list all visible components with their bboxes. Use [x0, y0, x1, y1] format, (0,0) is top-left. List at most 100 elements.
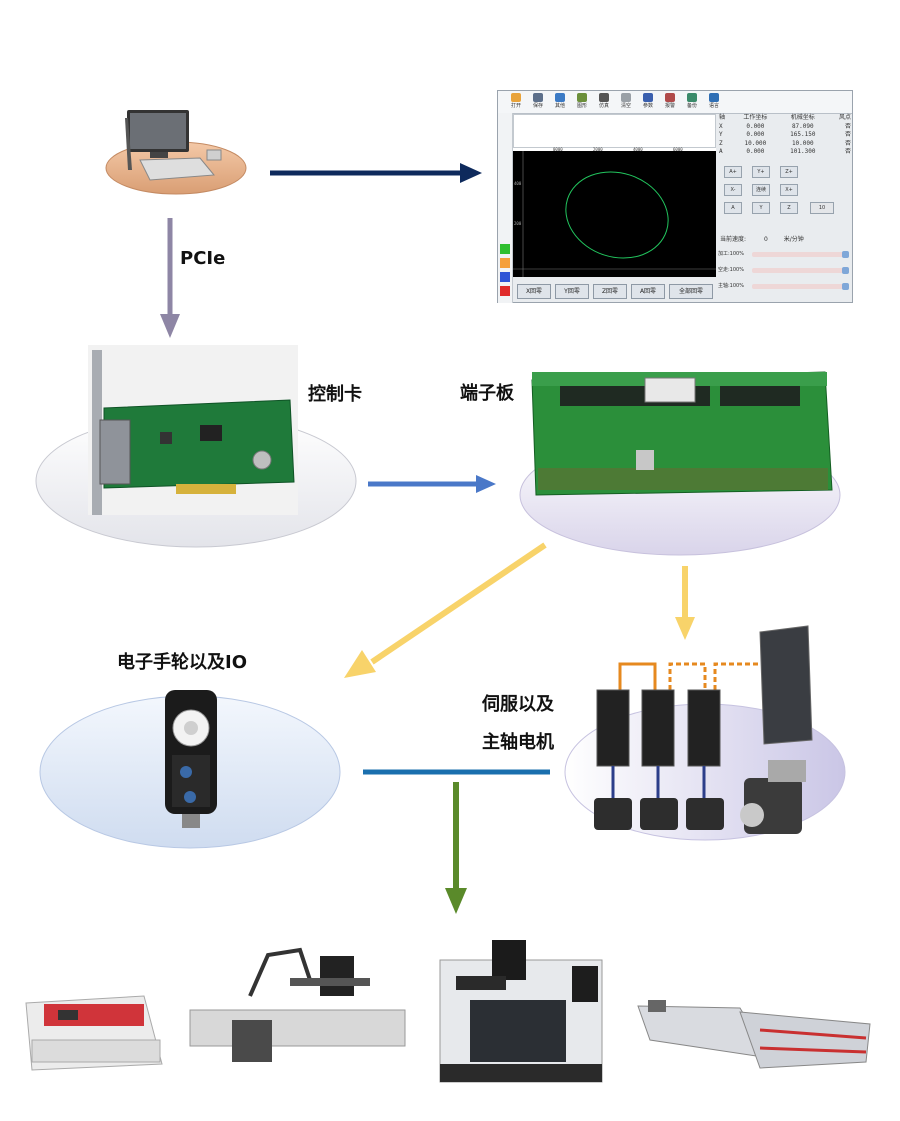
jog-button[interactable]: X+: [780, 184, 798, 196]
toolbar-icon: [643, 93, 653, 102]
coordinate-cell: 10.000: [791, 139, 814, 147]
coordinate-cell: X: [719, 122, 723, 130]
override-slider[interactable]: 空走:100%: [718, 266, 850, 275]
home-button-row: X回零 Y回零 Z回零 A回零全部回零: [513, 282, 716, 302]
toolbar-button-3[interactable]: 图形: [572, 93, 592, 110]
side-button-orange[interactable]: [500, 258, 510, 268]
override-slider[interactable]: 主轴:100%: [718, 282, 850, 291]
toolbar-button-2[interactable]: 其他: [550, 93, 570, 110]
toolbar-icon: [621, 93, 631, 102]
speed-label: 当前速度:: [720, 236, 747, 243]
jog-button[interactable]: A: [724, 202, 742, 214]
toolbar-icon: [687, 93, 697, 102]
slider-knob[interactable]: [842, 251, 849, 258]
control-card-label: 控制卡: [308, 384, 362, 405]
toolbar-button-5[interactable]: 清空: [616, 93, 636, 110]
pcie-label: PCIe: [180, 248, 226, 269]
ruler-tick: 4000: [633, 147, 643, 152]
jog-button[interactable]: 10: [810, 202, 834, 214]
home-button[interactable]: X回零: [517, 284, 551, 299]
side-ruler-tick: 400: [514, 181, 522, 186]
slider-track: [752, 268, 844, 273]
left-toolbar: [498, 113, 513, 303]
toolbar-icon: [709, 93, 719, 102]
coordinate-header: 轴工作坐标机械坐标风点: [718, 114, 852, 123]
toolbar-icon: [665, 93, 675, 102]
toolbar-button-7[interactable]: 报警: [660, 93, 680, 110]
slider-track: [752, 252, 844, 257]
toolbar-icon: [511, 93, 521, 102]
toolbar-label: 语言: [708, 103, 719, 109]
toolpath-ellipse: [565, 171, 669, 259]
coordinate-cell: 0.000: [746, 131, 765, 138]
jog-button[interactable]: Y+: [752, 166, 770, 178]
servo-label-line2: 主轴电机: [482, 732, 554, 753]
toolbar-button-1[interactable]: 保存: [528, 93, 548, 110]
speed-readout: 当前速度: 0 米/分钟: [720, 234, 804, 243]
terminal-board-label: 端子板: [460, 383, 514, 404]
toolbar-button-8[interactable]: 备份: [682, 93, 702, 110]
home-button[interactable]: Z回零: [593, 284, 627, 299]
handwheel-image: [165, 690, 217, 828]
slider-knob[interactable]: [842, 283, 849, 290]
jog-button[interactable]: A+: [724, 166, 742, 178]
speed-value: 0: [763, 236, 768, 243]
toolbar-label: 参数: [642, 103, 653, 109]
side-button-green[interactable]: [500, 244, 510, 254]
toolbar-button-6[interactable]: 参数: [638, 93, 658, 110]
toolbar-label: 图形: [576, 103, 587, 109]
jog-button[interactable]: Y: [752, 202, 770, 214]
coordinate-row: A 0.000 101.300 否: [718, 148, 852, 157]
coordinate-cell: 0.000: [746, 148, 765, 155]
override-slider[interactable]: 加工:100%: [718, 250, 850, 259]
jog-button[interactable]: Z+: [780, 166, 798, 178]
machining-center-image: [439, 940, 603, 1083]
home-button[interactable]: 全部回零: [669, 284, 713, 299]
coordinate-cell: 101.300: [790, 148, 816, 155]
servo-drives-image: [594, 625, 813, 834]
toolbar-button-4[interactable]: 仿真: [594, 93, 614, 110]
control-card-image: [88, 345, 298, 515]
toolbar-label: 报警: [664, 103, 675, 109]
coordinate-cell: 机械坐标: [790, 114, 815, 121]
toolbar-label: 备份: [686, 103, 697, 109]
toolpath-svg: [513, 151, 716, 277]
side-button-blue[interactable]: [500, 272, 510, 282]
toolpath-canvas[interactable]: 400 200: [513, 151, 716, 277]
home-button[interactable]: Y回零: [555, 284, 589, 299]
toolbar-button-9[interactable]: 语言: [704, 93, 724, 110]
toolbar-label: 打开: [510, 103, 521, 109]
home-button[interactable]: A回零: [631, 284, 665, 299]
coordinate-cell: 否: [844, 148, 851, 155]
side-button-red[interactable]: [500, 286, 510, 296]
slider-track: [752, 284, 844, 289]
toolbar-label: 清空: [620, 103, 631, 109]
slider-knob[interactable]: [842, 267, 849, 274]
coordinate-cell: 否: [844, 131, 851, 138]
toolbar-label: 其他: [554, 103, 565, 109]
coordinate-cell: Y: [719, 131, 723, 138]
jog-button[interactable]: X-: [724, 184, 742, 196]
override-label: 加工:100%: [718, 251, 744, 257]
ruler-tick: 2000: [593, 147, 603, 152]
jog-button[interactable]: 连续: [752, 184, 770, 196]
jog-button[interactable]: Z: [780, 202, 798, 214]
coordinate-cell: 工作坐标: [743, 114, 768, 121]
toolbar-button-0[interactable]: 打开: [506, 93, 526, 110]
override-label: 主轴:100%: [718, 283, 744, 289]
terminal-board-image: [531, 371, 833, 496]
coordinate-cell: 风点: [838, 114, 851, 121]
arrow-head-navy: [460, 163, 482, 183]
servo-label-line1: 伺服以及: [482, 694, 554, 715]
coordinate-cell: 0.000: [746, 122, 765, 130]
side-ruler-tick: 200: [514, 221, 522, 226]
coordinate-cell: 否: [844, 139, 851, 147]
coordinate-cell: A: [719, 148, 723, 155]
computer-icon: [125, 110, 222, 181]
